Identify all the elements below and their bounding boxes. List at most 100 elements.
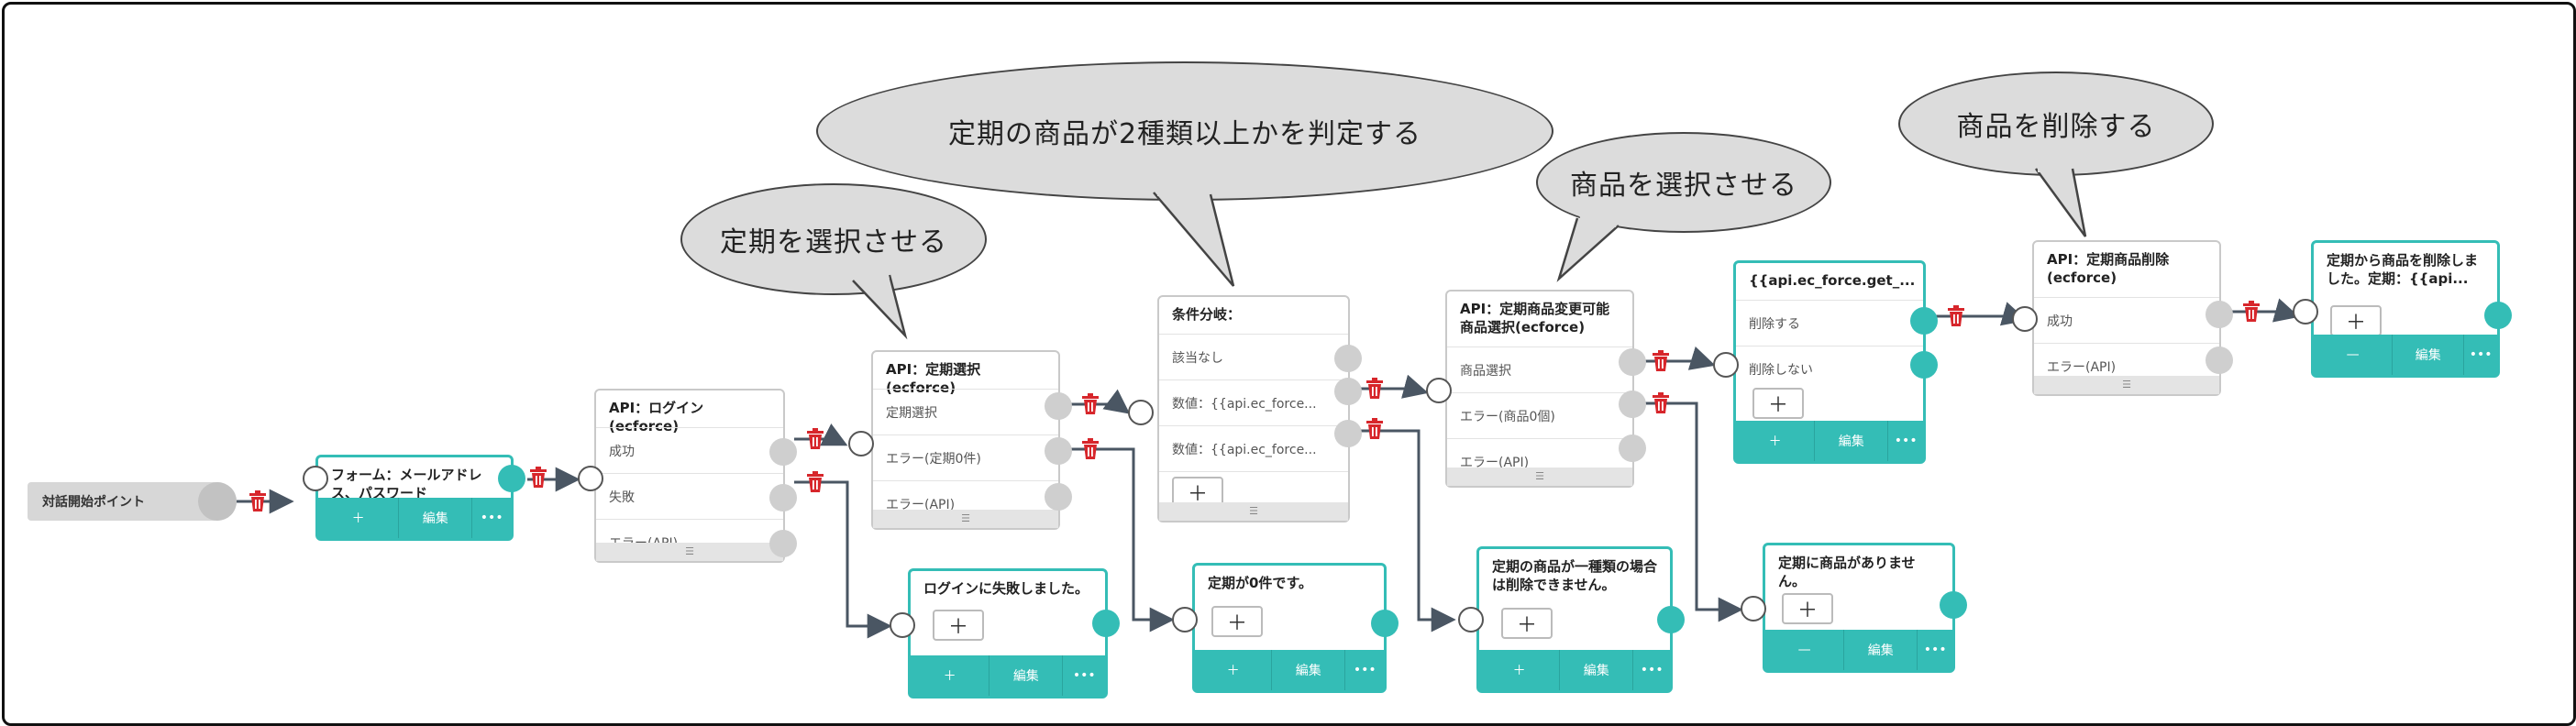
output-port-value-2[interactable] bbox=[1334, 420, 1362, 447]
node-footer-handle[interactable]: ☰ bbox=[873, 510, 1058, 528]
add-button[interactable]: ＋ bbox=[933, 610, 984, 641]
more-button[interactable]: ••• bbox=[2469, 347, 2493, 362]
edit-button[interactable]: 編集 bbox=[989, 655, 1064, 696]
comment-text: 商品を削除する bbox=[1956, 111, 2156, 143]
edit-button[interactable]: 編集 bbox=[2393, 335, 2465, 375]
product-select-api-node[interactable]: API：定期商品変更可能商品選択(ecforce) 商品選択 エラー(商品0個)… bbox=[1445, 290, 1646, 488]
input-port[interactable] bbox=[890, 612, 915, 638]
node-footer-handle[interactable]: ☰ bbox=[1159, 502, 1348, 521]
edit-button[interactable]: 編集 bbox=[1560, 650, 1634, 690]
start-point[interactable]: 対話開始ポイント bbox=[28, 482, 237, 521]
input-port[interactable] bbox=[1741, 596, 1766, 622]
more-button[interactable]: ••• bbox=[480, 511, 503, 525]
branch-row-none: 該当なし bbox=[1159, 334, 1348, 380]
node-footer-handle[interactable]: ☰ bbox=[2034, 376, 2219, 394]
form-node[interactable]: フォーム：メールアドレス、パスワード ＋ 編集 ••• bbox=[315, 455, 525, 541]
output-port-success[interactable] bbox=[769, 438, 797, 466]
output-port[interactable] bbox=[498, 465, 525, 492]
edit-button[interactable]: 編集 bbox=[1272, 650, 1346, 690]
trash-icon[interactable] bbox=[1365, 418, 1385, 440]
single-product-message-node[interactable]: 定期の商品が一種類の場合は削除できません。 ＋ ＋ 編集 ••• bbox=[1476, 546, 1685, 693]
output-port-error[interactable] bbox=[1045, 483, 1072, 511]
trash-icon[interactable] bbox=[2241, 301, 2261, 323]
input-port[interactable] bbox=[848, 431, 874, 456]
login-failed-message-node[interactable]: ログインに失敗しました。 ＋ ＋ 編集 ••• bbox=[908, 568, 1120, 698]
output-port[interactable] bbox=[2484, 302, 2512, 329]
output-port-zero-product[interactable] bbox=[1619, 390, 1646, 418]
condition-branch-node[interactable]: 条件分岐： 該当なし 数値：{{api.ec_force... 数値：{{api… bbox=[1157, 295, 1362, 522]
branch-row-success: 成功 bbox=[596, 427, 783, 473]
add-button[interactable]: ＋ bbox=[1782, 593, 1833, 624]
output-port[interactable] bbox=[1371, 610, 1399, 637]
input-port[interactable] bbox=[303, 466, 328, 491]
output-port-delete[interactable] bbox=[1910, 307, 1938, 335]
output-port-keep[interactable] bbox=[1910, 351, 1938, 379]
output-port-select[interactable] bbox=[1045, 392, 1072, 420]
subscription-select-api-node[interactable]: API：定期選択(ecforce) 定期選択 エラー(定期0件) エラー(API… bbox=[871, 350, 1072, 530]
more-button[interactable]: ••• bbox=[1894, 434, 1918, 448]
trash-icon[interactable] bbox=[1946, 305, 1966, 327]
add-button[interactable]: ＋ bbox=[2330, 305, 2382, 336]
trash-icon[interactable] bbox=[528, 467, 548, 489]
input-port[interactable] bbox=[1172, 607, 1198, 632]
branch-row-zero: エラー(定期0件) bbox=[873, 434, 1058, 480]
input-port[interactable] bbox=[2012, 306, 2038, 332]
trash-icon[interactable] bbox=[1651, 392, 1671, 414]
add-button[interactable]: ＋ bbox=[1211, 606, 1263, 637]
add-choice-button[interactable]: ＋ bbox=[1752, 388, 1804, 419]
output-port-error[interactable] bbox=[769, 530, 797, 557]
edit-button[interactable]: 編集 bbox=[1815, 421, 1889, 461]
output-port[interactable] bbox=[1092, 610, 1120, 637]
input-port[interactable] bbox=[2293, 299, 2318, 324]
delete-product-api-node[interactable]: API：定期商品削除(ecforce) 成功 エラー(API) ☰ bbox=[2032, 240, 2233, 396]
output-port[interactable] bbox=[1657, 606, 1685, 633]
more-button[interactable]: ••• bbox=[1923, 643, 1947, 657]
input-port[interactable] bbox=[1713, 352, 1739, 378]
remove-button[interactable]: — bbox=[1765, 630, 1845, 670]
trash-icon[interactable] bbox=[1365, 378, 1385, 400]
output-port-zero[interactable] bbox=[1045, 437, 1072, 465]
output-port-none[interactable] bbox=[1334, 345, 1362, 372]
confirm-delete-node[interactable]: {{api.ec_force.get_... 削除する 削除しない ＋ ＋ 編集… bbox=[1733, 260, 1938, 464]
node-footer-handle[interactable]: ☰ bbox=[596, 543, 783, 561]
no-product-message-node[interactable]: 定期に商品がありません。 ＋ — 編集 ••• bbox=[1763, 543, 1967, 673]
output-port[interactable] bbox=[1940, 591, 1967, 619]
trash-icon[interactable] bbox=[248, 490, 268, 512]
input-port[interactable] bbox=[1458, 607, 1484, 632]
output-port-value-1[interactable] bbox=[1334, 378, 1362, 405]
trash-icon[interactable] bbox=[1080, 438, 1100, 460]
bubble-tail-select-subscription bbox=[852, 274, 908, 340]
deleted-message-node[interactable]: 定期から商品を削除しました。定期：{{api... ＋ — 編集 ••• bbox=[2311, 240, 2512, 378]
output-port-failed[interactable] bbox=[769, 484, 797, 512]
add-button[interactable]: ＋ bbox=[1479, 650, 1561, 690]
trash-icon[interactable] bbox=[1080, 393, 1100, 415]
more-button[interactable]: ••• bbox=[1072, 668, 1096, 683]
remove-button[interactable]: — bbox=[2314, 335, 2394, 375]
add-button[interactable]: ＋ bbox=[1736, 421, 1816, 461]
node-title: API：定期商品変更可能商品選択(ecforce) bbox=[1460, 301, 1610, 336]
login-api-node[interactable]: API：ログイン(ecforce) 成功 失敗 エラー(API) ☰ bbox=[594, 389, 797, 563]
start-output-port[interactable] bbox=[198, 482, 237, 521]
output-port-product-select[interactable] bbox=[1619, 348, 1646, 376]
input-port[interactable] bbox=[1128, 400, 1154, 425]
add-button[interactable]: ＋ bbox=[318, 498, 400, 538]
output-port-error[interactable] bbox=[2206, 346, 2233, 374]
trash-icon[interactable] bbox=[1651, 350, 1671, 372]
node-footer-handle[interactable]: ☰ bbox=[1447, 468, 1632, 486]
output-port-error[interactable] bbox=[1619, 434, 1646, 462]
trash-icon[interactable] bbox=[805, 471, 825, 493]
output-port-success[interactable] bbox=[2206, 301, 2233, 328]
branch-row-success: 成功 bbox=[2034, 297, 2219, 343]
input-port[interactable] bbox=[1426, 378, 1452, 403]
more-button[interactable]: ••• bbox=[1353, 663, 1376, 677]
edit-button[interactable]: 編集 bbox=[399, 498, 473, 538]
add-button[interactable]: ＋ bbox=[1195, 650, 1273, 690]
node-title: 定期に商品がありません。 bbox=[1778, 555, 1916, 589]
trash-icon[interactable] bbox=[805, 428, 825, 450]
add-button[interactable]: ＋ bbox=[911, 655, 990, 696]
add-button[interactable]: ＋ bbox=[1501, 608, 1553, 639]
edit-button[interactable]: 編集 bbox=[1844, 630, 1918, 670]
zero-subscription-message-node[interactable]: 定期が0件です。 ＋ ＋ 編集 ••• bbox=[1192, 563, 1399, 693]
input-port[interactable] bbox=[578, 466, 603, 491]
more-button[interactable]: ••• bbox=[1640, 663, 1664, 677]
